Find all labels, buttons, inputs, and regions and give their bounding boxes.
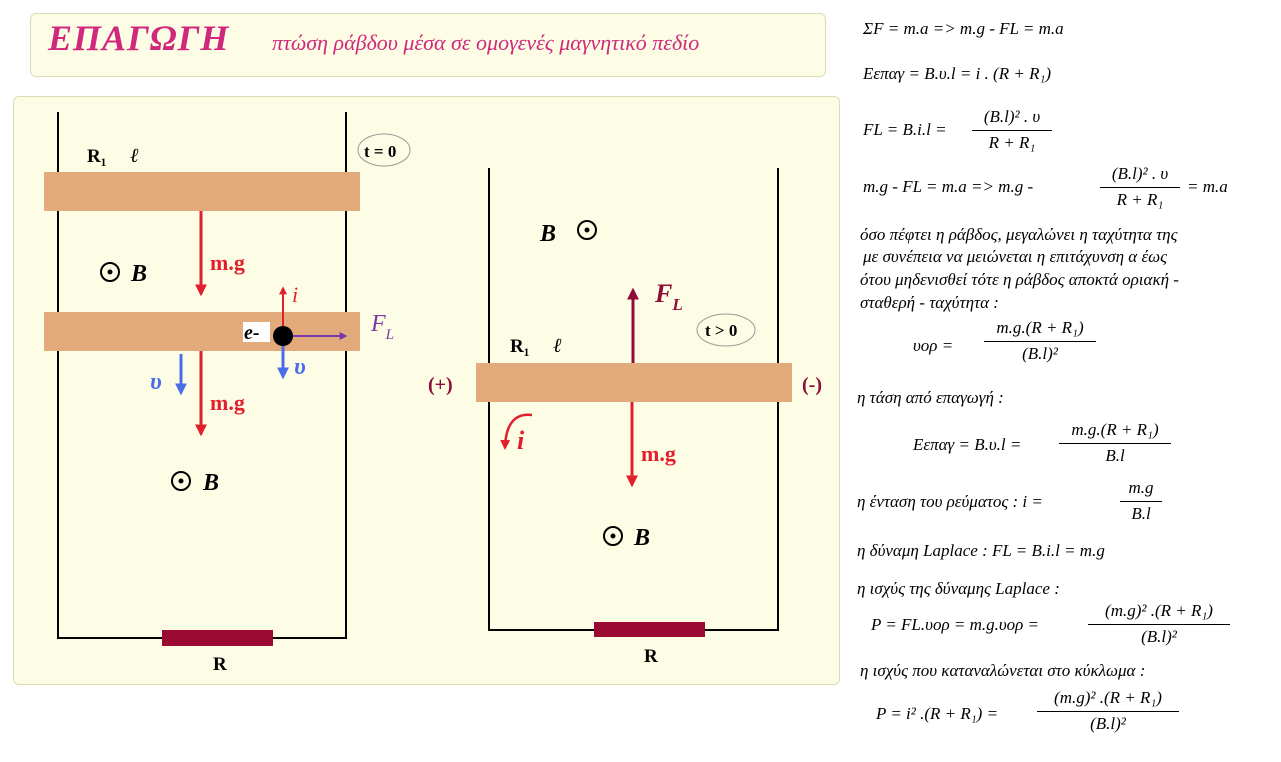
field-dot-icon-2 [171,471,191,491]
right-weight-label: m.g [641,441,676,466]
plus-terminal-label: (+) [428,374,453,396]
right-rod [476,363,792,402]
title-panel [30,13,826,77]
eq-current-num: m.g [1128,478,1154,497]
eq-power1-lhs: P = FL.υορ = m.g.υορ = [871,615,1040,634]
eq-laplace-den: R + R₁ [988,133,1036,152]
eq-induced-emf-num: m.g.(R + R₁) [1071,420,1159,439]
right-field-label-bottom: B [633,525,650,551]
eq-laplace-num: (B.l)² . υ [983,107,1041,126]
eq-laplace-bar [972,130,1052,131]
eq-laplace-lhs: FL = B.i.l = [863,120,947,139]
right-resistor-label: R [644,646,658,667]
eq-power2-num: (m.g)² .(R + R₁) [1054,688,1162,707]
right-length-symbol: ℓ [553,335,562,357]
right-rod-label: R₁ [510,336,529,357]
right-resistor [594,622,705,637]
text-falling-3: ότου μηδενισθεί τότε η ράβδος αποκτά ορι… [860,270,1179,289]
eq-current-bar [1120,501,1162,502]
field-label-2: B [202,470,219,496]
time-zero-label: t = 0 [364,142,396,161]
left-rod-top [44,172,360,211]
text-falling-1: όσο πέφτει η ράβδος, μεγαλώνει η ταχύτητ… [860,225,1178,244]
eq-motion-den: R + R₁ [1116,190,1164,209]
eq-power2-lhs: P = i² .(R + R₁) = [876,704,999,723]
eq-motion-num: (B.l)² . υ [1111,164,1169,183]
weight-label-top: m.g [210,250,245,275]
eq-motion-rhs: = m.a [1187,177,1228,196]
text-laplace-force: η δύναμη Laplace : FL = B.i.l = m.g [857,541,1105,560]
weight-label-bottom: m.g [210,390,245,415]
left-circuit: R R₁ ℓ t = 0 m.g m.g B B i FL υ e- υ [44,112,411,675]
text-induced-voltage: η τάση από επαγωγή : [857,388,1004,407]
electron-icon [273,326,293,346]
eq-terminal-velocity-den: (B.l)² [1022,344,1058,363]
left-resistor [162,630,273,646]
eq-induced-emf-lhs: Eεπαγ = B.υ.l = [913,435,1022,454]
left-length-symbol: ℓ [130,145,139,167]
minus-terminal-label: (-) [802,374,822,396]
right-current-label: i [517,426,525,455]
time-zero-bubble [357,133,411,167]
electron-label: e- [244,322,260,344]
text-circuit-power: η ισχύς που καταναλώνεται στο κύκλωμα : [860,661,1146,680]
eq-induced-emf-bar [1059,443,1171,444]
electron-velocity-label: υ [294,354,306,380]
right-circuit: R B FL t > 0 R₁ ℓ (+) (-) i m.g B [428,168,822,667]
left-resistor-label: R [213,654,227,675]
eq-motion-lhs: m.g - FL = m.a => m.g - [863,177,1034,196]
right-current-arrow [500,413,533,450]
current-label: i [292,282,298,307]
rod-velocity-label: υ [150,369,162,395]
eq-power1-bar [1088,624,1230,625]
right-laplace-label: FL [654,279,683,314]
eq-motion-bar [1100,187,1180,188]
text-laplace-power: η ισχύς της δύναμης Laplace : [857,579,1060,598]
eq-terminal-velocity-lhs: υορ = [913,336,954,355]
time-later-label: t > 0 [705,321,737,340]
left-rod-label: R₁ [87,146,106,167]
eq-newton: ΣF = m.a => m.g - FL = m.a [863,19,1064,38]
right-field-dot-icon-bottom [603,526,623,546]
eq-power1-num: (m.g)² .(R + R₁) [1105,601,1213,620]
eq-power2-den: (B.l)² [1090,714,1126,733]
field-label-1: B [130,261,147,287]
time-later-bubble [696,313,756,347]
eq-current-den: B.l [1131,504,1151,523]
laplace-force-label: FL [370,311,394,343]
text-falling-2: με συνέπεια να μειώνεται η επιτάχυνση α … [863,247,1168,266]
eq-terminal-velocity-num: m.g.(R + R₁) [996,318,1084,337]
field-dot-icon-1 [100,262,120,282]
title-main: ΕΠΑΓΩΓΗ [48,18,230,58]
text-falling-4: σταθερή - ταχύτητα : [860,293,999,312]
left-rod-moving [44,312,360,351]
right-field-label-top: B [539,221,556,247]
title-subtitle: πτώση ράβδου μέσα σε ομογενές μαγνητικό … [272,30,700,55]
text-current: η ένταση του ρεύματος : i = [857,492,1043,511]
eq-induced-emf-den: B.l [1105,446,1125,465]
right-field-dot-icon-top [577,220,597,240]
eq-power1-den: (B.l)² [1141,627,1177,646]
eq-emf: Eεπαγ = B.υ.l = i . (R + R₁) [863,64,1052,83]
eq-terminal-velocity-bar [984,341,1096,342]
eq-power2-bar [1037,711,1179,712]
